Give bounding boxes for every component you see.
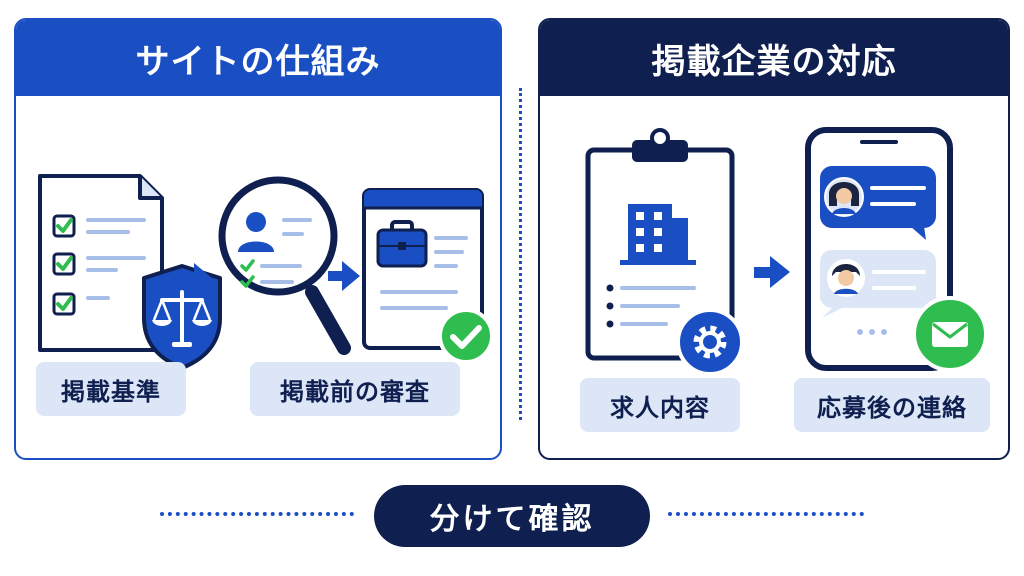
job-content-label: 求人内容 (580, 378, 740, 432)
pre-posting-review-label: 掲載前の審査 (250, 362, 460, 416)
panel-divider (519, 88, 522, 420)
right-dotted-line (668, 512, 864, 516)
gear-icon (676, 308, 744, 376)
site-mechanism-illustration (38, 174, 494, 370)
phone-chat-icon (805, 127, 953, 371)
magnifier-profile-icon (218, 176, 351, 355)
arrow-right-icon (328, 261, 360, 291)
browser-briefcase-icon (362, 188, 484, 350)
post-application-contact-label: 応募後の連絡 (794, 378, 990, 432)
arrow-right-icon (754, 256, 790, 288)
site-mechanism-title: サイトの仕組み (16, 20, 500, 96)
company-response-title: 掲載企業の対応 (540, 20, 1008, 96)
check-circle-icon (438, 308, 494, 364)
check-separately-label: 分けて確認 (374, 485, 650, 547)
left-dotted-line (160, 512, 354, 516)
site-mechanism-panel: サイトの仕組み (14, 18, 502, 460)
mail-icon (912, 296, 988, 372)
posting-criteria-label: 掲載基準 (36, 362, 186, 416)
company-response-panel: 掲載企業の対応 (538, 18, 1010, 460)
arrow-right-icon (180, 263, 212, 293)
company-response-illustration (585, 127, 988, 376)
clipboard-building-icon (585, 128, 735, 361)
